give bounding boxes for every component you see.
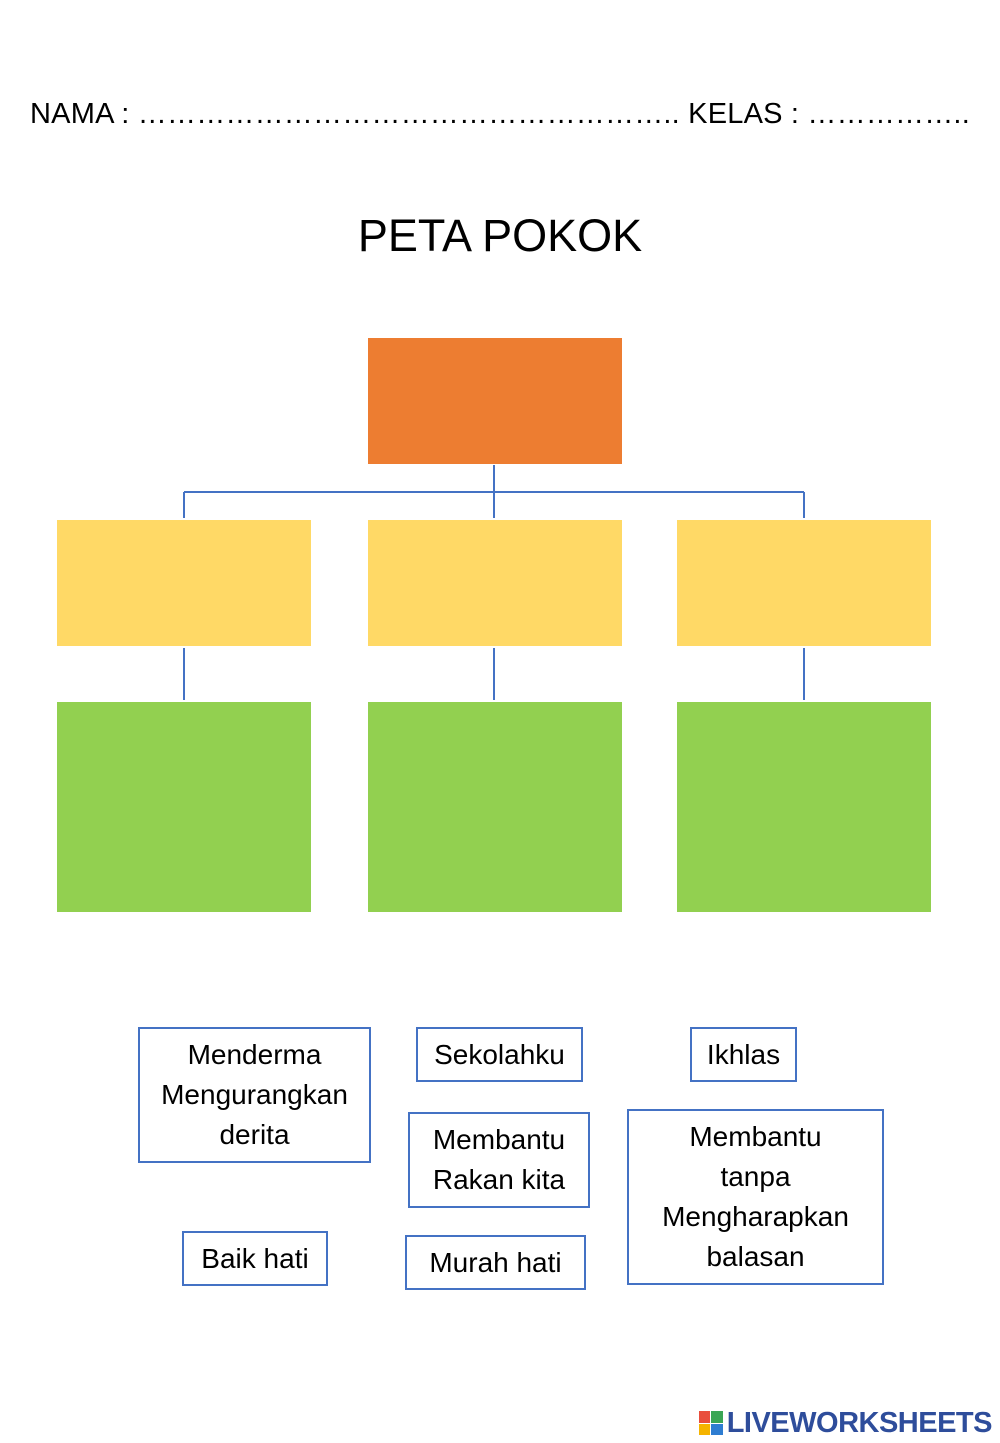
liveworksheets-logo: LIVEWORKSHEETS	[698, 1406, 993, 1439]
leaf-box-right[interactable]	[677, 702, 931, 912]
card-baik-hati[interactable]: Baik hati	[182, 1231, 328, 1286]
card-membantu-rakan[interactable]: Membantu Rakan kita	[408, 1112, 590, 1208]
card-ikhlas[interactable]: Ikhlas	[690, 1027, 797, 1082]
liveworksheets-logo-icon	[698, 1411, 723, 1435]
card-membantu-tanpa[interactable]: Membantu tanpa Mengharapkan balasan	[627, 1109, 884, 1285]
leaf-box-center[interactable]	[368, 702, 622, 912]
page-title: PETA POKOK	[357, 210, 643, 261]
liveworksheets-wordmark: LIVEWORKSHEETS	[726, 1406, 993, 1439]
card-murah-hati[interactable]: Murah hati	[405, 1235, 586, 1290]
root-box[interactable]	[368, 338, 622, 464]
branch-box-center[interactable]	[368, 520, 622, 646]
leaf-box-left[interactable]	[57, 702, 311, 912]
branch-box-right[interactable]	[677, 520, 931, 646]
branch-box-left[interactable]	[57, 520, 311, 646]
card-menderma[interactable]: Menderma Mengurangkan derita	[138, 1027, 371, 1163]
card-sekolahku[interactable]: Sekolahku	[416, 1027, 583, 1082]
name-class-line: NAMA : ……………………………………………….. KELAS : ……………	[30, 98, 970, 130]
